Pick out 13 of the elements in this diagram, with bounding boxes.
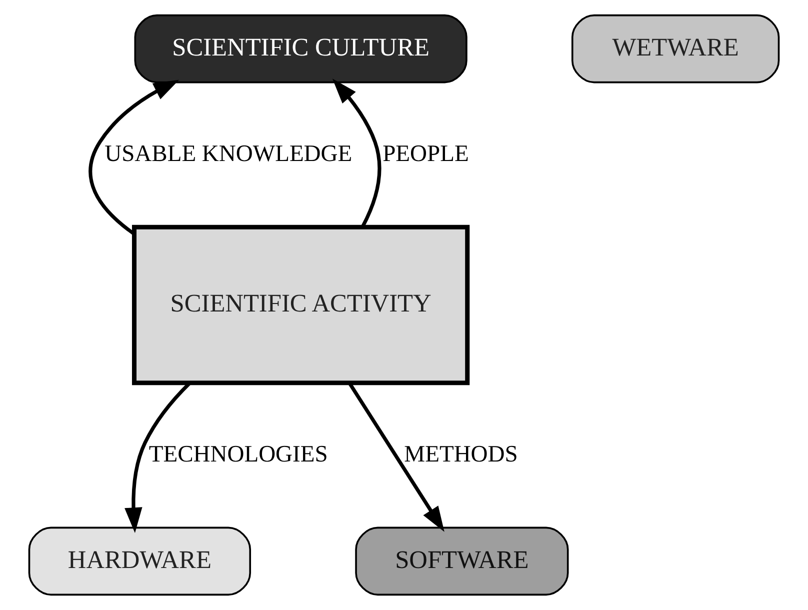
node-box: HARDWARE xyxy=(28,526,252,596)
arrow xyxy=(348,382,444,532)
arrow xyxy=(124,382,191,533)
edge-label: TECHNOLOGIES xyxy=(148,441,328,468)
node-box: SCIENTIFIC CULTURE xyxy=(134,14,468,84)
arrow xyxy=(332,78,382,228)
edge-label: METHODS xyxy=(404,441,518,468)
edge-label: USABLE KNOWLEDGE xyxy=(104,140,352,167)
node-box: SCIENTIFIC ACTIVITY xyxy=(132,224,470,386)
node-box: SOFTWARE xyxy=(355,526,569,596)
arrow xyxy=(88,80,180,236)
node-box: WETWARE xyxy=(571,14,780,84)
edge-label: PEOPLE xyxy=(382,140,469,167)
